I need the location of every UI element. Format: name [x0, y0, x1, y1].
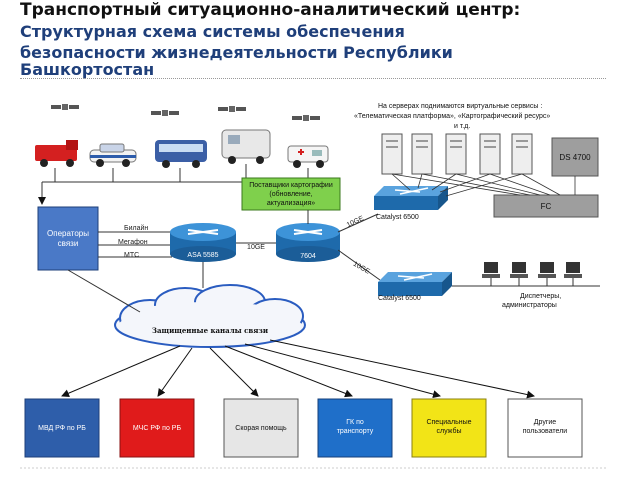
dest-ambulance: [223, 398, 299, 458]
dest-mchs-label: МЧС РФ по РБ: [133, 425, 182, 432]
fc-label: FC: [541, 202, 552, 211]
dispatchers-label-2: администраторы: [502, 302, 557, 309]
catalyst-top-switch-icon: [374, 186, 448, 210]
asa-firewall-icon: [170, 223, 236, 262]
servers-note-3: и т.д.: [454, 123, 470, 130]
dest-mvd: [24, 398, 100, 458]
dest-special-label-2: службы: [437, 427, 462, 435]
ds4700-label: DS 4700: [559, 153, 591, 162]
title-line-3: безопасности жизнедеятельности Республик…: [20, 43, 453, 62]
operator-beeline: Билайн: [124, 224, 148, 232]
cartography-label-2: (обновление,: [269, 190, 312, 198]
link-router-catalyst-bottom: [337, 249, 381, 281]
catalyst-top-label: Catalyst 6500: [376, 214, 419, 221]
dispatchers-label-1: Диспетчеры,: [520, 293, 561, 300]
dest-mvd-label: МВД РФ по РБ: [38, 425, 86, 432]
router-7604-icon: [276, 223, 340, 262]
servers-note-2: «Телематическая платформа», «Картографич…: [354, 112, 550, 120]
dest-transport: [317, 398, 393, 458]
title-separator: [20, 78, 606, 79]
armored-vehicle-icon: [221, 129, 271, 164]
cartography-label-3: актуализация»: [267, 200, 315, 207]
operator-mts: МТС: [124, 252, 139, 259]
server-rack: [381, 133, 533, 175]
server-links: [391, 173, 576, 197]
dest-other: [507, 398, 583, 458]
dest-special-label-1: Специальные: [426, 419, 471, 426]
satellite-icon: [151, 110, 179, 116]
link-10ge-asa: 10GE: [247, 244, 265, 251]
dest-ambulance-label: Скорая помощь: [235, 425, 287, 432]
operators-label-2: связи: [58, 239, 79, 248]
title-line-1: Транспортный ситуационно-аналитический ц…: [20, 0, 521, 20]
dispatcher-links: [490, 278, 574, 286]
operators-label-1: Операторы: [47, 229, 89, 238]
dest-transport-label-2: транспорту: [337, 428, 374, 435]
dest-other-label-1: Другие: [534, 419, 557, 426]
router-label: 7604: [300, 253, 316, 260]
title-line-2: Структурная схема системы обеспечения: [20, 22, 405, 41]
destination-arrows: [61, 339, 535, 399]
asa-label: ASA 5585: [187, 252, 218, 259]
satellite-icon: [292, 115, 320, 121]
bus-icon: [155, 140, 207, 168]
satellite-icon: [51, 104, 79, 110]
dest-transport-label-1: ГК по: [346, 419, 364, 426]
servers-note-1: На серверах поднимаются виртуальные серв…: [378, 103, 542, 110]
cloud-inner-top: [130, 302, 290, 330]
dest-mchs: [119, 398, 195, 458]
page-title: Транспортный ситуационно-аналитический ц…: [20, 0, 620, 79]
cartography-box: [241, 177, 341, 211]
dispatcher-workstation-icons: [482, 262, 582, 278]
link-operators-cloud: [67, 269, 141, 313]
title-line-4: Башкортостан: [20, 60, 155, 79]
link-10ge-top: 10GE: [346, 215, 365, 229]
catalyst-bottom-label: Catalyst 6500: [378, 295, 421, 302]
dest-special: [411, 398, 487, 458]
cartography-label-1: Поставщики картографии: [249, 182, 333, 189]
server-details: [386, 140, 528, 148]
operator-megafon: Мегафон: [118, 239, 148, 246]
fc-switch: [493, 194, 599, 218]
fire-truck-icon: [35, 140, 78, 167]
dest-other-label-2: пользователи: [523, 428, 568, 435]
ambulance-icon: [287, 145, 329, 168]
operator-links: [98, 231, 172, 258]
police-car-icon: [89, 143, 137, 167]
ds4700-storage: [551, 137, 599, 177]
operators-box: [37, 206, 99, 271]
cloud-label: Защищенные каналы связи: [152, 326, 268, 335]
catalyst-bottom-switch-icon: [378, 272, 452, 296]
satellite-icon: [218, 106, 246, 112]
link-10ge-bottom: 10GE: [352, 261, 371, 276]
link-router-catalyst-top: [337, 213, 379, 233]
